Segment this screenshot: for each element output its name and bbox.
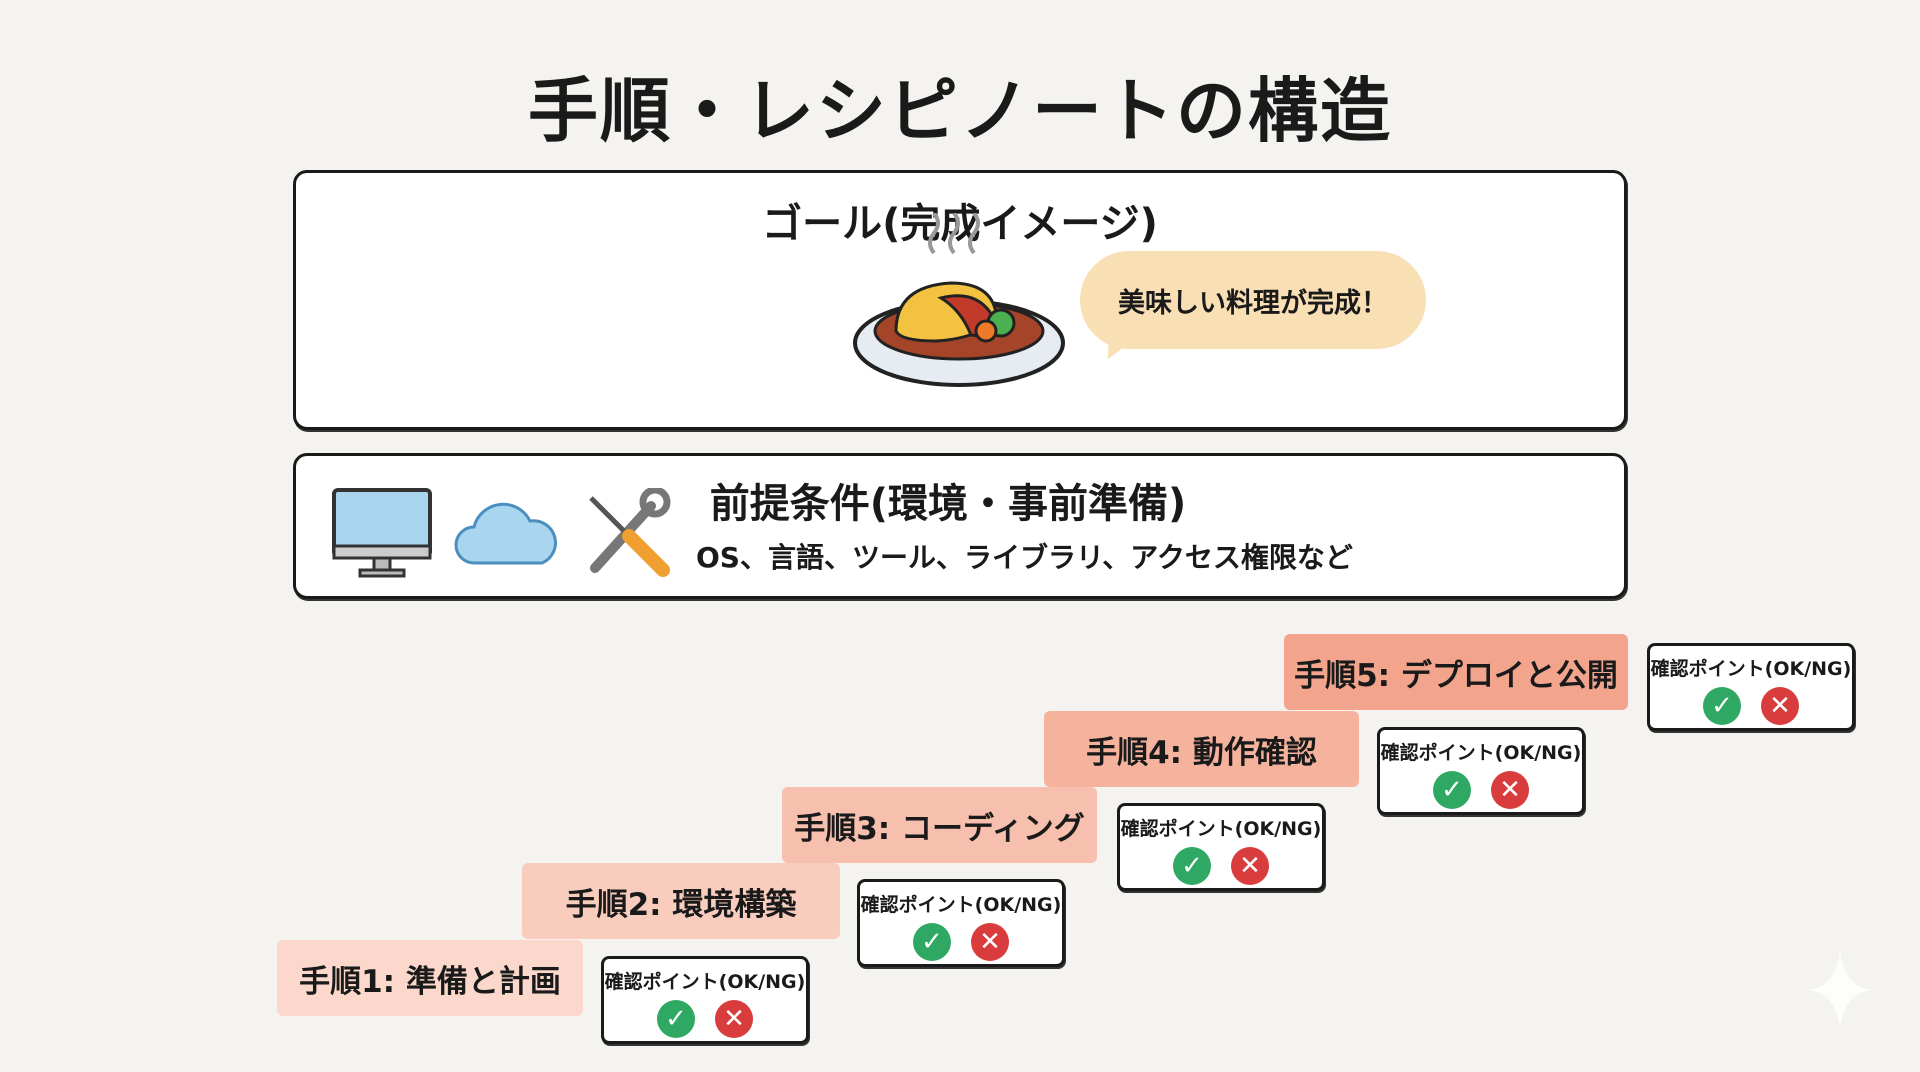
step-4: 手順4: 動作確認 (1044, 711, 1359, 787)
monitor-icon (332, 488, 432, 578)
checkpoint-3: 確認ポイント(OK/NG) ✓ ✕ (1117, 803, 1325, 891)
page-title: 手順・レシピノートの構造 (528, 70, 1392, 152)
check-ok-icon: ✓ (1173, 847, 1211, 885)
step-label: 手順2: 環境構築 (565, 886, 797, 923)
checkpoint-label: 確認ポイント(OK/NG) (860, 894, 1062, 916)
step-label: 手順5: デプロイと公開 (1294, 657, 1618, 694)
cross-ng-icon: ✕ (1231, 847, 1269, 885)
step-2: 手順2: 環境構築 (522, 863, 840, 939)
step-label: 手順1: 準備と計画 (299, 963, 561, 1000)
cross-ng-icon: ✕ (715, 1000, 753, 1038)
cloud-icon (454, 502, 557, 565)
step-5: 手順5: デプロイと公開 (1284, 634, 1628, 710)
cross-ng-icon: ✕ (1761, 687, 1799, 725)
prerequisites-title: 前提条件(環境・事前準備) (709, 481, 1187, 527)
check-ok-icon: ✓ (1703, 687, 1741, 725)
step-1: 手順1: 準備と計画 (277, 940, 583, 1016)
omurice-plate-icon (853, 213, 1065, 387)
checkpoint-label: 確認ポイント(OK/NG) (1380, 742, 1582, 764)
prerequisites-panel: 前提条件(環境・事前準備) OS、言語、ツール、ライブラリ、アクセス権限など (293, 453, 1627, 599)
checkpoint-label: 確認ポイント(OK/NG) (1120, 818, 1322, 840)
checkpoint-4: 確認ポイント(OK/NG) ✓ ✕ (1377, 727, 1585, 815)
checkpoint-label: 確認ポイント(OK/NG) (604, 971, 806, 993)
step-3: 手順3: コーディング (782, 787, 1097, 863)
checkpoint-label: 確認ポイント(OK/NG) (1650, 658, 1852, 680)
step-label: 手順4: 動作確認 (1086, 734, 1317, 771)
sparkle-icon (1810, 950, 1870, 1030)
checkpoint-2: 確認ポイント(OK/NG) ✓ ✕ (857, 879, 1065, 967)
step-label: 手順3: コーディング (794, 810, 1085, 847)
check-ok-icon: ✓ (1433, 771, 1471, 809)
prerequisites-description: OS、言語、ツール、ライブラリ、アクセス権限など (696, 541, 1353, 574)
cross-ng-icon: ✕ (1491, 771, 1529, 809)
speech-bubble: 美味しい料理が完成！ (1080, 251, 1426, 349)
checkpoint-5: 確認ポイント(OK/NG) ✓ ✕ (1647, 643, 1855, 731)
goal-panel: ゴール(完成イメージ) 美味しい料理が完成！ (293, 170, 1627, 430)
cross-ng-icon: ✕ (971, 923, 1009, 961)
checkpoint-1: 確認ポイント(OK/NG) ✓ ✕ (601, 956, 809, 1044)
check-ok-icon: ✓ (913, 923, 951, 961)
tools-icon (589, 488, 671, 577)
check-ok-icon: ✓ (657, 1000, 695, 1038)
